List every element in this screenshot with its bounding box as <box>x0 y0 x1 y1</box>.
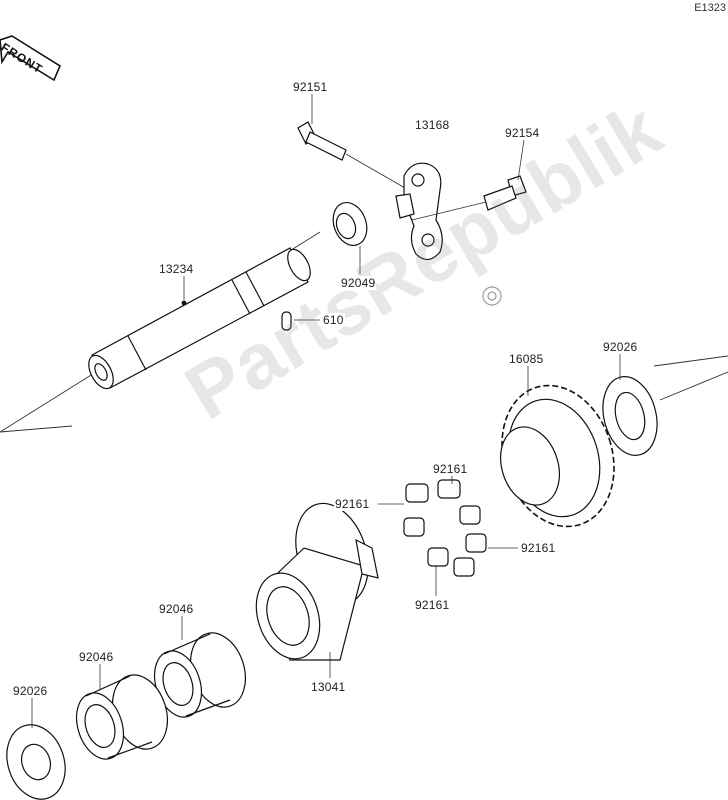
part-label-92161-bottom: 92161 <box>414 598 451 612</box>
part-label-92049: 92049 <box>340 276 377 290</box>
washer-top <box>602 376 658 456</box>
diagram-code: E1323 <box>694 2 726 14</box>
dowel-pin <box>281 311 292 331</box>
needle-bearing-lower <box>75 674 168 760</box>
washer-bottom <box>6 724 66 800</box>
bolt-92151 <box>297 121 347 161</box>
part-label-92161-right: 92161 <box>520 541 557 555</box>
bolt-92154 <box>483 175 527 211</box>
part-label-92161-top: 92161 <box>432 462 469 476</box>
part-label-92154: 92154 <box>504 126 541 140</box>
part-label-92026-top: 92026 <box>602 340 639 354</box>
link-arm <box>395 162 443 261</box>
part-label-13234: 13234 <box>158 262 195 276</box>
part-label-16085: 16085 <box>508 352 545 366</box>
damper-rubbers <box>403 479 487 577</box>
part-label-610: 610 <box>322 313 345 327</box>
part-label-92151: 92151 <box>292 80 329 94</box>
balancer-shaft <box>88 247 311 390</box>
part-label-92046-lower: 92046 <box>78 650 115 664</box>
part-label-13168: 13168 <box>414 118 451 132</box>
part-label-92046-upper: 92046 <box>158 602 195 616</box>
gear-icon <box>482 286 502 306</box>
oil-seal <box>332 202 368 246</box>
front-arrow-icon <box>0 35 62 82</box>
needle-bearing-upper <box>153 632 246 718</box>
gear-hub <box>255 502 379 661</box>
part-label-13041: 13041 <box>310 680 347 694</box>
part-label-92026-bottom: 92026 <box>12 684 49 698</box>
driven-gear <box>500 384 615 528</box>
part-label-92161-left: 92161 <box>334 497 371 511</box>
